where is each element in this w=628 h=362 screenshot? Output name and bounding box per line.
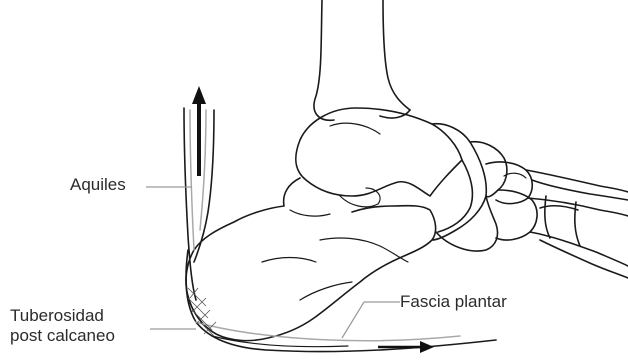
talus-bone: [296, 108, 462, 207]
plantar-fascia-label: Fascia plantar: [400, 292, 507, 312]
cuneiform-bones: [486, 162, 537, 240]
achilles-label: Aquiles: [70, 175, 126, 195]
arrow-up-icon: [192, 86, 206, 176]
metatarsal-bones: [526, 170, 628, 278]
calcaneus-bone: [186, 178, 436, 341]
tibia-bone: [314, 0, 410, 120]
arrow-right-icon: [378, 341, 434, 353]
tuberosity-label: Tuberosidad post calcaneo: [10, 306, 115, 346]
tuberosity-label-line2: post calcaneo: [10, 326, 115, 346]
midfoot-bones: [432, 124, 507, 251]
tuberosity-label-line1: Tuberosidad: [10, 306, 115, 326]
